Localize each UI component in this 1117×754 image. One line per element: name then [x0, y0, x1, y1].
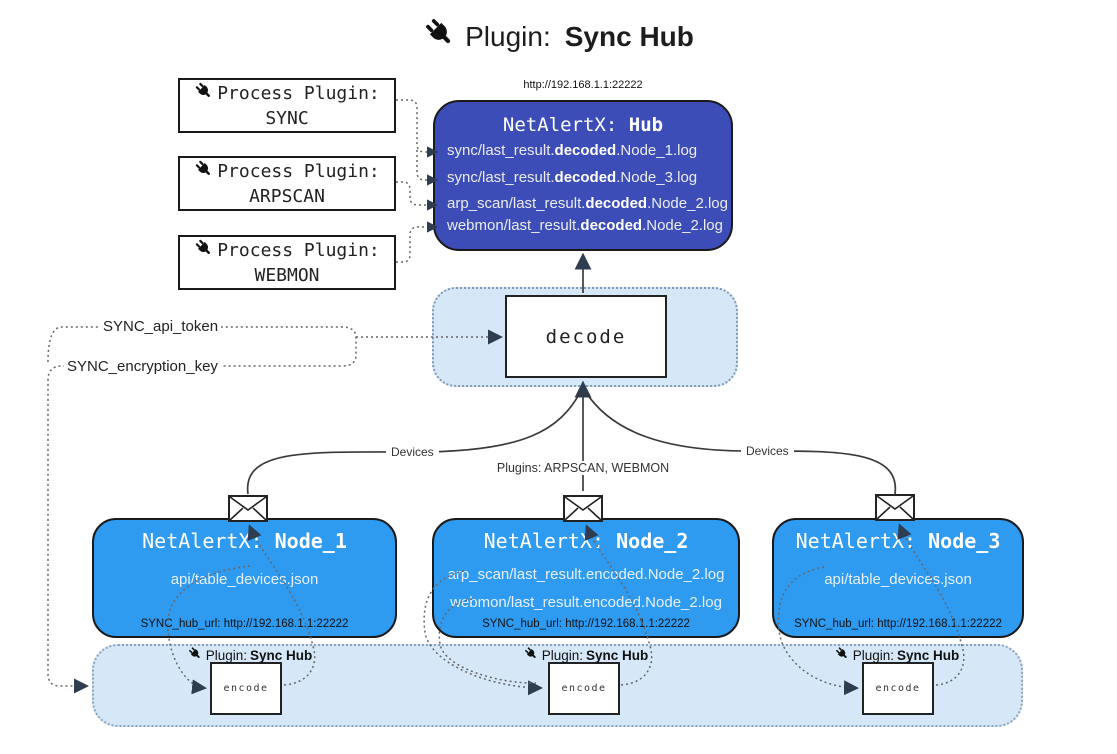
title-name: Sync Hub — [564, 20, 694, 52]
node-files: api/table_devices.json — [94, 566, 395, 594]
edge-sync-to-hub-1 — [396, 99, 439, 158]
plug-icon — [194, 159, 214, 185]
node-file: api/table_devices.json — [170, 571, 319, 588]
envelope-icon — [875, 494, 915, 526]
process-plugin-sync-box: Process Plugin: SYNC — [178, 78, 396, 133]
node-hub-url: SYNC_hub_url: http://192.168.1.1:22222 — [794, 618, 1002, 630]
process-plugin-name: SYNC — [265, 108, 309, 129]
node-file: webmon/last_result.encoded.Node_2.log — [450, 593, 722, 611]
envelope-icon — [228, 495, 268, 527]
node-files: arp_scan/last_result.encoded.Node_2.log … — [434, 561, 738, 617]
hub-box: NetAlertX: Hub sync/last_result.decoded.… — [433, 100, 733, 251]
node-3-box: NetAlertX: Node_3 api/table_devices.json… — [772, 518, 1024, 638]
encode-box: encode — [862, 662, 934, 715]
hub-title: NetAlertX: Hub — [435, 114, 731, 136]
node-title: NetAlertX: Node_1 — [142, 529, 347, 553]
envelope-icon — [563, 495, 603, 527]
process-plugin-name: ARPSCAN — [249, 186, 325, 207]
process-plugin-label: Process Plugin: — [217, 161, 380, 183]
process-plugin-label: Process Plugin: — [217, 240, 380, 262]
sync-encryption-key-label: SYNC_encryption_key — [64, 358, 221, 375]
node-file: arp_scan/last_result.encoded.Node_2.log — [447, 566, 725, 583]
encode-box: encode — [210, 662, 282, 715]
encoder-label: Plugin:Sync Hub — [524, 646, 648, 664]
hub-entries: sync/last_result.decoded.Node_1.log sync… — [435, 143, 731, 233]
process-plugin-webmon-box: Process Plugin: WEBMON — [178, 235, 396, 290]
node-title: NetAlertX: Node_2 — [483, 529, 689, 553]
encoder-label: Plugin:Sync Hub — [188, 646, 312, 664]
hub-entry: webmon/last_result.decoded.Node_2.log — [447, 217, 723, 234]
process-plugin-name: WEBMON — [254, 265, 320, 286]
node-title: NetAlertX: Node_3 — [795, 529, 1001, 553]
plugins-mid-label: Plugins: ARPSCAN, WEBMON — [491, 461, 675, 475]
encode-box: encode — [548, 662, 620, 715]
process-plugin-label: Process Plugin: — [217, 83, 380, 105]
process-plugin-arpscan-box: Process Plugin: ARPSCAN — [178, 156, 396, 211]
plug-icon — [194, 238, 214, 264]
plug-icon — [524, 646, 539, 664]
title-prefix: Plugin: — [465, 20, 551, 52]
node-file: api/table_devices.json — [824, 571, 972, 588]
hub-url-label: http://192.168.1.1:22222 — [523, 79, 643, 91]
page-title: Plugin: Sync Hub — [0, 16, 1117, 57]
node-hub-url: SYNC_hub_url: http://192.168.1.1:22222 — [482, 618, 690, 630]
hub-entry: arp_scan/last_result.decoded.Node_2.log — [447, 195, 728, 212]
hub-entry: sync/last_result.decoded.Node_1.log — [447, 142, 698, 159]
node-hub-url: SYNC_hub_url: http://192.168.1.1:22222 — [140, 618, 349, 630]
edge-node1-devices — [246, 390, 582, 495]
sync-api-token-label: SYNC_api_token — [100, 318, 222, 335]
devices-left-label: Devices — [386, 445, 439, 459]
devices-right-label: Devices — [741, 444, 794, 458]
plug-icon — [194, 81, 214, 107]
node-files: api/table_devices.json — [774, 566, 1022, 594]
hub-title-name: Hub — [628, 114, 664, 136]
plug-icon — [188, 646, 203, 664]
plug-icon — [835, 646, 850, 664]
edge-webmon-to-hub — [396, 221, 439, 263]
plug-icon — [423, 16, 457, 57]
hub-entry: sync/last_result.decoded.Node_3.log — [447, 169, 698, 186]
edge-arpscan-to-hub — [396, 181, 439, 211]
encoder-label: Plugin:Sync Hub — [835, 646, 959, 664]
decode-box: decode — [505, 295, 667, 378]
node-1-box: NetAlertX: Node_1 api/table_devices.json… — [92, 518, 397, 638]
edge-node3-devices — [584, 390, 897, 495]
node-2-box: NetAlertX: Node_2 arp_scan/last_result.e… — [432, 518, 740, 638]
hub-title-prefix: NetAlertX: — [502, 114, 618, 136]
